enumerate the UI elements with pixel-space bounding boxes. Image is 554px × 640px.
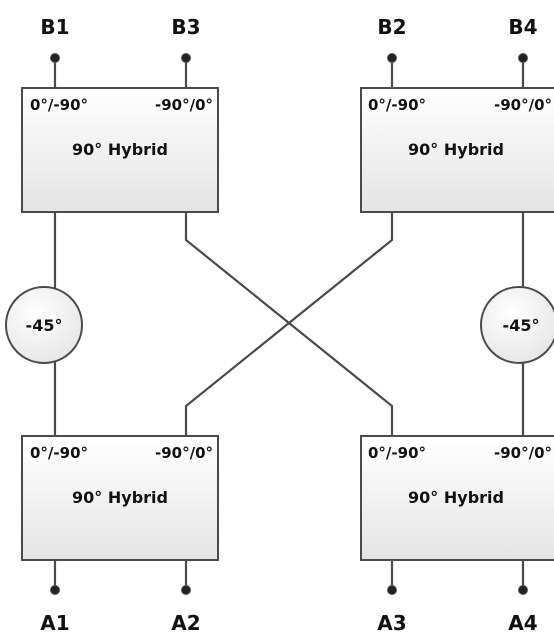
hybrid-right-port-label: -90°/0° (155, 96, 213, 114)
hybrid-box (21, 87, 219, 213)
port-dot-b2 (387, 53, 397, 63)
port-dot-b3 (181, 53, 191, 63)
hybrid-right-port-label: -90°/0° (494, 444, 552, 462)
hybrid-box (360, 435, 554, 561)
port-dot-a4 (518, 585, 528, 595)
port-dot-a3 (387, 585, 397, 595)
hybrid-left-port-label: 0°/-90° (368, 444, 426, 462)
hybrid-box (21, 435, 219, 561)
port-label-a1: A1 (40, 611, 69, 635)
phase-shifter-circle (5, 286, 83, 364)
hybrid-right-port-label: -90°/0° (494, 96, 552, 114)
hybrid-title: 90° Hybrid (72, 140, 168, 159)
hybrid-title: 90° Hybrid (72, 488, 168, 507)
hybrid-top-left: 0°/-90° -90°/0° 90° Hybrid (21, 87, 219, 213)
phase-shifter-right: -45° (480, 286, 554, 364)
port-dot-a1 (50, 585, 60, 595)
hybrid-box (360, 87, 554, 213)
hybrid-left-port-label: 0°/-90° (30, 96, 88, 114)
hybrid-bottom-left: 0°/-90° -90°/0° 90° Hybrid (21, 435, 219, 561)
phase-shifter-left: -45° (5, 286, 83, 364)
hybrid-left-port-label: 0°/-90° (368, 96, 426, 114)
phase-shifter-circle (480, 286, 554, 364)
port-label-b1: B1 (40, 15, 69, 39)
hybrid-title: 90° Hybrid (408, 488, 504, 507)
hybrid-top-right: 0°/-90° -90°/0° 90° Hybrid (360, 87, 554, 213)
port-label-a3: A3 (377, 611, 406, 635)
port-dot-a2 (181, 585, 191, 595)
port-label-b4: B4 (508, 15, 537, 39)
hybrid-left-port-label: 0°/-90° (30, 444, 88, 462)
hybrid-title: 90° Hybrid (408, 140, 504, 159)
phase-shifter-label: -45° (26, 316, 63, 335)
port-label-a4: A4 (508, 611, 537, 635)
hybrid-right-port-label: -90°/0° (155, 444, 213, 462)
port-label-a2: A2 (171, 611, 200, 635)
phase-shifter-label: -45° (503, 316, 540, 335)
port-label-b3: B3 (171, 15, 200, 39)
port-label-b2: B2 (377, 15, 406, 39)
hybrid-bottom-right: 0°/-90° -90°/0° 90° Hybrid (360, 435, 554, 561)
port-dot-b4 (518, 53, 528, 63)
port-dot-b1 (50, 53, 60, 63)
cross-wire-b2-to-a2 (184, 212, 394, 436)
